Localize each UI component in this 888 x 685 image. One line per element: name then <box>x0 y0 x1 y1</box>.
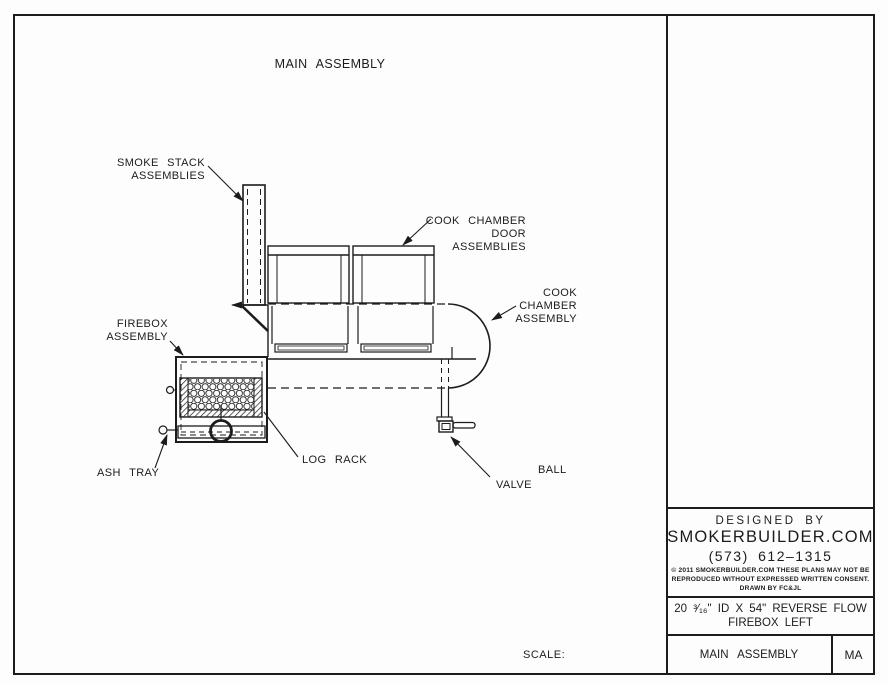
title-column-divider <box>666 14 668 673</box>
label-log-rack: LOG RACK <box>302 454 367 466</box>
sheet-code: MA <box>844 647 863 662</box>
label-firebox-1: FIREBOX <box>117 318 168 330</box>
leader-door <box>402 218 432 246</box>
ash-tray-handle <box>158 425 168 435</box>
label-cc-3: ASSEMBLY <box>515 313 577 325</box>
title-block-designer: DESIGNED BY SMOKERBUILDER.COM (573) 612–… <box>667 507 874 596</box>
firebox <box>158 356 268 443</box>
leader-firebox <box>169 340 184 356</box>
title-block-sheet: MAIN ASSEMBLY MA <box>667 634 874 673</box>
label-cc-door-1: COOK CHAMBER <box>426 215 526 227</box>
stack-brace <box>241 305 269 332</box>
label-firebox-2: ASSEMBLY <box>106 331 168 343</box>
ash-tray-drawer <box>158 425 266 439</box>
part-title-line-1: 20 ³⁄₁₆" ID X 54" REVERSE FLOW <box>674 603 867 615</box>
leader-lines <box>154 165 517 478</box>
copyright-line-3: DRAWN BY FC&JL <box>739 584 802 592</box>
label-cc-door-2: DOOR <box>491 228 526 240</box>
title-block: DESIGNED BY SMOKERBUILDER.COM (573) 612–… <box>667 507 874 673</box>
scale-label: SCALE: <box>523 649 566 661</box>
damper-wheel <box>209 419 233 443</box>
sheet-cell-divider <box>831 636 833 673</box>
phone-number: (573) 612–1315 <box>708 547 833 564</box>
label-valve: VALVE <box>496 479 532 491</box>
view-title: MAIN ASSEMBLY <box>275 57 386 71</box>
label-smoke-stack-2: ASSEMBLIES <box>131 170 205 182</box>
copyright-line-2: REPRODUCED WITHOUT EXPRESSED WRITTEN CON… <box>671 575 870 583</box>
valve-handle <box>452 421 476 429</box>
designed-by-label: DESIGNED BY <box>715 514 826 527</box>
label-cc-1: COOK <box>543 287 577 299</box>
label-ash-tray: ASH TRAY <box>97 467 159 479</box>
part-title-line-2: FIREBOX LEFT <box>728 617 813 629</box>
title-block-part-title: 20 ³⁄₁₆" ID X 54" REVERSE FLOW FIREBOX L… <box>667 596 874 634</box>
leader-cook-chamber <box>491 305 517 321</box>
leader-ball-valve <box>450 436 491 478</box>
sheet-border <box>13 14 875 675</box>
label-cc-door-3: ASSEMBLIES <box>452 241 526 253</box>
brand-name: SMOKERBUILDER.COM <box>667 527 874 546</box>
label-smoke-stack-1: SMOKE STACK <box>117 157 205 169</box>
copyright-line-1: © 2011 SMOKERBUILDER.COM THESE PLANS MAY… <box>671 566 870 574</box>
leader-smoke-stack <box>207 165 244 202</box>
sheet-name: MAIN ASSEMBLY <box>699 648 799 661</box>
drain-pipe <box>440 359 450 417</box>
callout-labels: SMOKE STACK ASSEMBLIES COOK CHAMBER DOOR… <box>97 157 577 491</box>
leader-ash-tray <box>154 434 168 469</box>
cook-chamber-doors <box>267 245 435 304</box>
firebox-door-knob <box>165 385 175 395</box>
leader-log-rack <box>263 411 299 458</box>
ball-valve <box>436 416 476 433</box>
label-cc-2: CHAMBER <box>519 300 577 312</box>
door-openings <box>271 306 434 353</box>
label-ball: BALL <box>538 464 567 476</box>
